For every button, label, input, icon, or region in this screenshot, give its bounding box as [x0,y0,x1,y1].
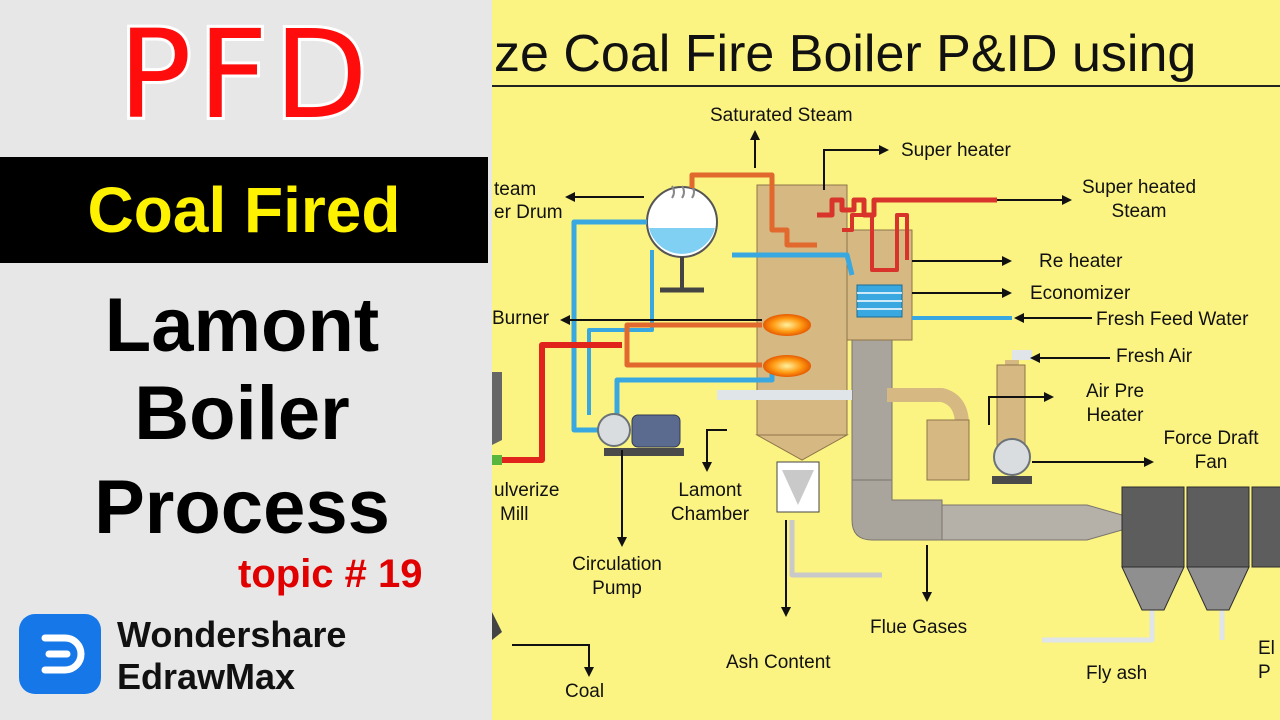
circulation-pump [597,413,684,456]
flow-arrows [512,130,1154,677]
label-fresh-feed-water: Fresh Feed Water [1096,309,1249,330]
label-air-pre-heater-2: Heater [1086,405,1144,426]
label-super-heated-steam-2: Steam [1111,201,1167,222]
label-circulation-pump-2: Pump [592,578,642,599]
label-flue-gases: Flue Gases [870,617,968,638]
label-lamont-chamber-1: Lamont [678,480,742,501]
label-re-heater: Re heater [1039,251,1123,272]
title-line-2: Boiler [134,371,350,456]
label-pulverize-mill-1: ulverize [494,480,560,501]
coal-fired-banner: Coal Fired [0,157,488,263]
label-edge-2: P [1258,662,1271,683]
label-ash-content: Ash Content [726,652,831,673]
label-super-heater: Super heater [901,140,1011,161]
label-pulverize-mill-2: Mill [500,504,529,525]
label-force-draft-fan-2: Fan [1194,452,1228,473]
pulverizer-mill [492,372,502,640]
label-air-pre-heater-1: Air Pre [1085,381,1145,402]
brand-line-1: Wondershare [117,614,347,655]
pfd-heading: PFD [115,4,374,146]
label-economizer: Economizer [1030,283,1131,304]
diagram-title: ze Coal Fire Boiler P&ID using [494,25,1197,83]
force-draft-fan [992,438,1032,484]
label-fly-ash: Fly ash [1086,663,1148,684]
label-circulation-pump-1: Circulation [572,554,662,575]
label-steam-drum-1: team [494,179,537,200]
label-lamont-chamber-2: Chamber [670,504,750,525]
flue-duct [851,339,1123,541]
steam-drum [646,185,718,293]
topic-label: topic # 19 [238,552,423,596]
electrostatic-precipitator [1121,486,1280,611]
brand-line-2: EdrawMax [117,656,296,697]
economizer-coil [856,284,903,318]
boiler-diagram: ze Coal Fire Boiler P&ID using Saturated… [492,0,1280,720]
title-line-1: Lamont [104,283,380,368]
title-line-3: Process [94,465,390,550]
label-fresh-air: Fresh Air [1116,346,1193,367]
air-pre-heater [926,364,1026,481]
ash-hopper [776,461,820,513]
label-force-draft-fan-1: Force Draft [1163,428,1259,449]
burner-flame-icon [763,355,811,377]
label-saturated-steam: Saturated Steam [710,105,853,126]
label-steam-drum-2: er Drum [494,202,563,223]
label-coal: Coal [565,681,605,702]
edrawmax-logo-icon [19,614,101,694]
diagram-drawing [492,85,1280,677]
label-burner: Burner [492,308,550,329]
label-super-heated-steam-1: Super heated [1081,177,1197,198]
label-edge-1: El [1258,638,1275,659]
banner-label: Coal Fired [87,174,401,246]
burner-flame-icon [763,314,811,336]
left-panel: PFD Coal Fired Lamont Boiler Process top… [0,0,492,720]
